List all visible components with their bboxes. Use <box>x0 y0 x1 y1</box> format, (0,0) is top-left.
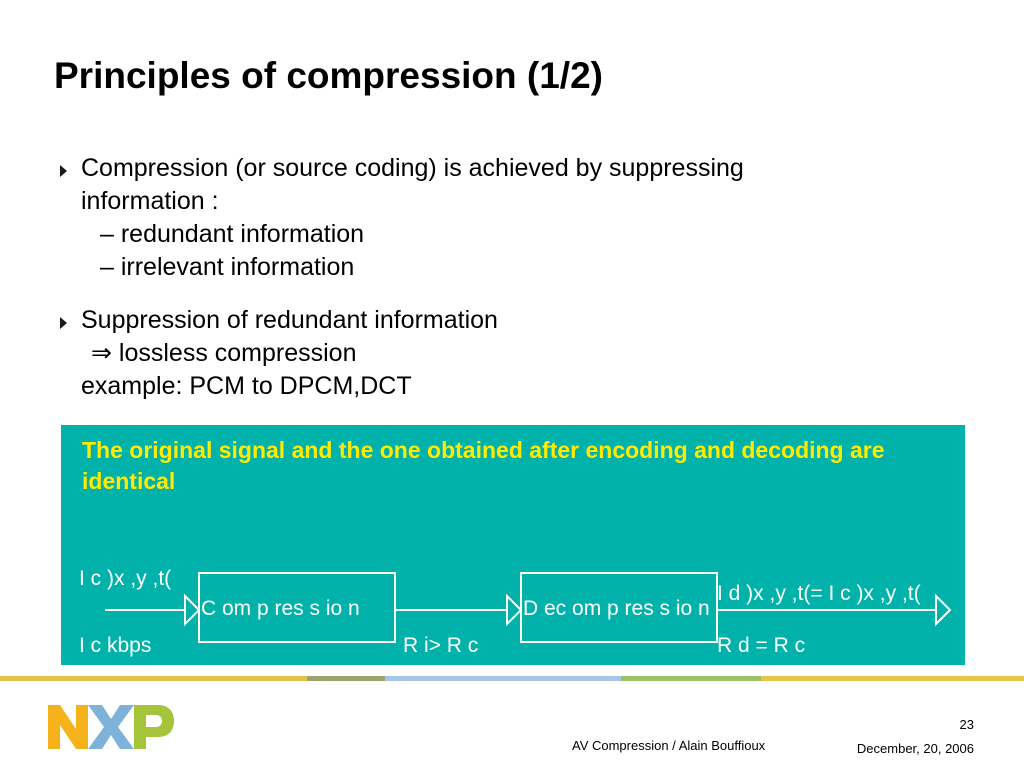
nxp-logo <box>48 705 174 749</box>
color-bar-gold <box>761 676 1024 681</box>
output-signal-label: I d )x ,y ,t(= I c )x ,y ,t( <box>717 582 921 605</box>
implies-icon: ⇒ <box>91 339 112 367</box>
color-bar-olive <box>307 676 385 681</box>
output-rate-label: R d = R c <box>717 634 805 657</box>
subitem-redundant: – redundant information <box>100 220 365 248</box>
slide-title: Principles of compression (1/2) <box>54 55 603 96</box>
example-line: example: PCM to DPCM,DCT <box>81 372 412 400</box>
input-signal-label: I c )x ,y ,t( <box>79 567 171 590</box>
logo-x <box>88 705 134 749</box>
middle-arrowhead <box>506 593 523 627</box>
compression-box <box>198 572 396 643</box>
bullet-2-line-1: Suppression of redundant information <box>81 306 498 334</box>
logo-n <box>48 705 88 749</box>
footer-color-bar <box>0 676 1024 681</box>
color-bar-green <box>621 676 761 681</box>
bullet-arrow-icon <box>60 165 67 177</box>
color-bar-yellow <box>0 676 307 681</box>
lossless-info-box: The original signal and the one obtained… <box>61 425 965 665</box>
bullet-1-line-1: Compression (or source coding) is achiev… <box>81 154 744 182</box>
color-bar-blue <box>385 676 621 681</box>
footer-presentation: AV Compression / Alain Bouffioux <box>572 738 766 753</box>
lossless-diagram: I c )x ,y ,t( I c kbps C om p res s io n… <box>79 567 952 657</box>
decompression-label: D ec om p res s io n <box>523 597 710 620</box>
bullet-redundant-suppression: Suppression of redundant information ⇒ l… <box>60 304 498 403</box>
subitem-irrelevant: – irrelevant information <box>100 253 355 281</box>
compression-label: C om p res s io n <box>201 597 360 620</box>
input-arrowhead <box>184 593 201 627</box>
info-box-text: The original signal and the one obtained… <box>82 437 885 494</box>
implies-text: lossless compression <box>118 339 357 367</box>
bullet-arrow-icon <box>60 317 67 329</box>
logo-p <box>134 705 174 749</box>
implies-line: ⇒ lossless compression <box>91 337 498 370</box>
decompression-box <box>520 572 718 643</box>
footer-date: December, 20, 2006 <box>856 741 974 756</box>
bullet-compression: Compression (or source coding) is achiev… <box>60 152 744 284</box>
bullet-1-line-2: information : <box>81 187 219 215</box>
compressed-rate-label: R i> R c <box>403 634 478 657</box>
input-bits-label: I c kbps <box>79 634 151 657</box>
output-arrowhead <box>935 593 952 627</box>
page-number: 23 <box>959 717 974 732</box>
